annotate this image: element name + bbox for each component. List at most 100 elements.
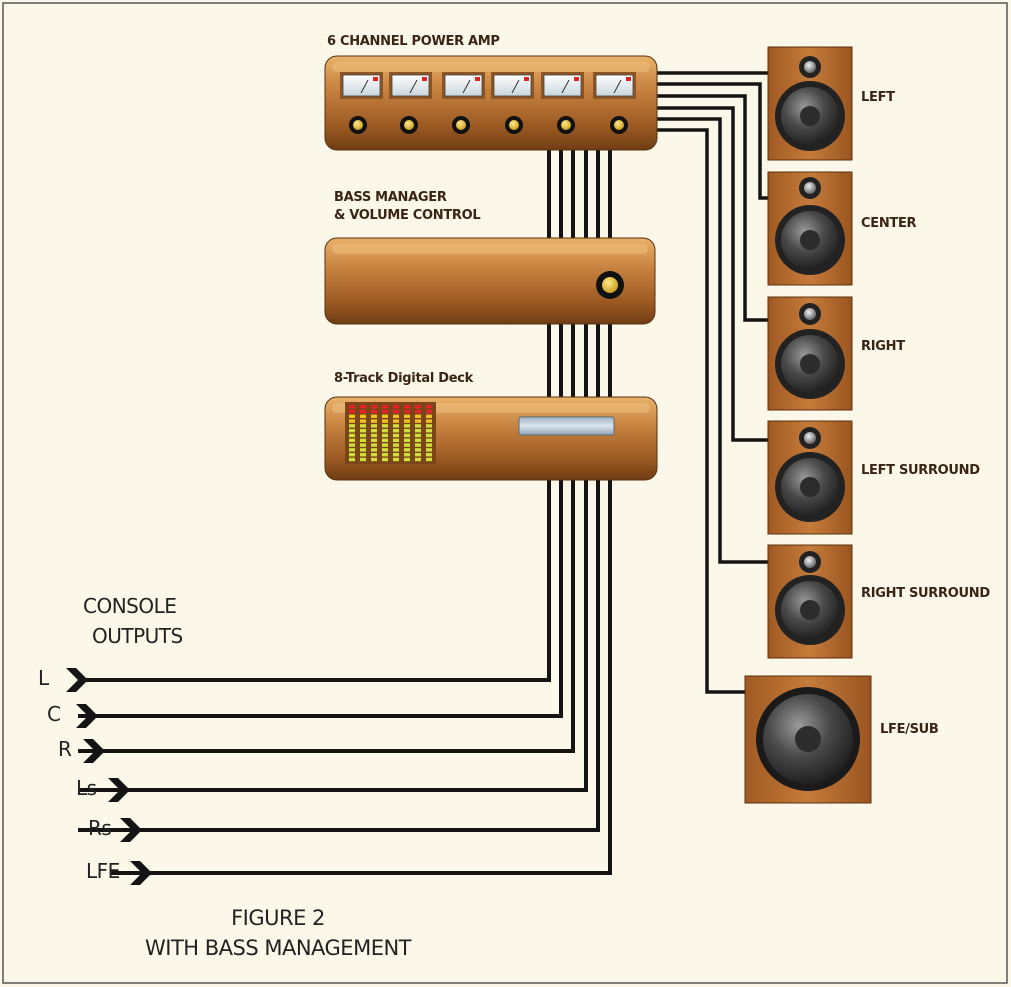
meter-segment (371, 453, 377, 457)
meter-segment (382, 433, 388, 438)
output-label-r: R (58, 737, 72, 761)
meter-segment (393, 424, 399, 428)
speaker-center (767, 171, 853, 286)
console-heading-line1: CONSOLE (83, 594, 177, 618)
power-amp-unit (324, 55, 658, 151)
meter-segment (360, 429, 366, 433)
meter-segment (382, 419, 388, 423)
meter-segment (404, 409, 410, 414)
speaker-label-right: RIGHT (861, 339, 905, 354)
meter-segment (404, 433, 410, 438)
meter-segment (371, 414, 377, 418)
meter-segment (393, 409, 399, 414)
meter-segment (371, 438, 377, 442)
speaker-label-center: CENTER (861, 216, 917, 231)
figure-caption-line1: FIGURE 2 (231, 906, 325, 930)
meter-segment (360, 414, 366, 418)
speaker-label-sub: LFE/SUB (880, 722, 939, 737)
meter-segment (393, 457, 399, 462)
meter-segment (349, 457, 355, 462)
meter-segment (393, 443, 399, 447)
meter-segment (404, 438, 410, 442)
meter-segment (382, 429, 388, 433)
digital-deck-unit (324, 396, 658, 481)
arrow-lfe-icon (130, 861, 152, 885)
cable-l (78, 478, 551, 682)
arrow-l-icon (66, 668, 88, 692)
cable-to-left-surround (655, 106, 768, 442)
arrow-c-icon (76, 704, 98, 728)
meter-segment (426, 414, 432, 418)
meter-segment (426, 424, 432, 428)
level-meters (345, 402, 436, 464)
speaker-label-left: LEFT (861, 90, 895, 105)
meter-segment (349, 453, 355, 457)
speaker-label-left-surround: LEFT SURROUND (861, 463, 980, 478)
meter-segment (382, 405, 388, 409)
meter-segment (415, 419, 421, 423)
meter-segment (393, 405, 399, 409)
console-cables (78, 478, 612, 875)
bass-manager-label-line2: & VOLUME CONTROL (334, 208, 481, 223)
meter-segment (415, 433, 421, 438)
meter-segment (404, 414, 410, 418)
output-label-ls: Ls (76, 776, 97, 800)
vu-meters (340, 72, 636, 99)
meter-segment (426, 438, 432, 442)
meter-segment (426, 409, 432, 414)
output-label-lfe: LFE (86, 859, 120, 883)
meter-segment (382, 457, 388, 462)
arrow-rs-icon (120, 818, 142, 842)
meter-segment (415, 443, 421, 447)
meter-segment (404, 448, 410, 452)
speaker-left (767, 46, 853, 161)
meter-segment (415, 429, 421, 433)
cable-to-right (655, 94, 768, 322)
console-heading-line2: OUTPUTS (92, 624, 183, 648)
meter-segment (371, 448, 377, 452)
meter-segment (415, 414, 421, 418)
meter-segment (426, 453, 432, 457)
arrow-r-icon (83, 739, 105, 763)
meter-segment (415, 409, 421, 414)
cable-to-sub (655, 128, 745, 694)
meter-segment (382, 443, 388, 447)
meter-segment (404, 443, 410, 447)
output-label-l: L (38, 666, 49, 690)
meter-columns (349, 405, 432, 462)
meter-segment (426, 433, 432, 438)
meter-segment (349, 414, 355, 418)
figure-caption: FIGURE 2 WITH BASS MANAGEMENT (128, 903, 428, 963)
speaker-left-surround (767, 420, 853, 535)
meter-segment (360, 419, 366, 423)
meter-segment (349, 419, 355, 423)
meter-segment (349, 448, 355, 452)
speaker-cables (655, 71, 768, 694)
meter-segment (393, 453, 399, 457)
digital-deck-label: 8-Track Digital Deck (334, 371, 473, 386)
meter-segment (415, 457, 421, 462)
speaker-right-surround (767, 544, 853, 659)
meter-segment (349, 433, 355, 438)
meter-segment (393, 429, 399, 433)
meter-segment (371, 429, 377, 433)
meter-segment (404, 457, 410, 462)
meter-segment (349, 409, 355, 414)
meter-segment (393, 448, 399, 452)
meter-segment (371, 409, 377, 414)
cable-c (78, 478, 563, 718)
meter-segment (415, 438, 421, 442)
meter-segment (426, 405, 432, 409)
meter-segment (415, 448, 421, 452)
meter-segment (382, 409, 388, 414)
meter-segment (360, 433, 366, 438)
bass-manager-label-line1: BASS MANAGER (334, 190, 447, 205)
meter-segment (371, 405, 377, 409)
arrow-ls-icon (108, 778, 130, 802)
meter-segment (349, 443, 355, 447)
output-label-c: C (47, 702, 61, 726)
speaker-right (767, 296, 853, 411)
speakers (744, 46, 872, 804)
cable-r (78, 478, 575, 753)
